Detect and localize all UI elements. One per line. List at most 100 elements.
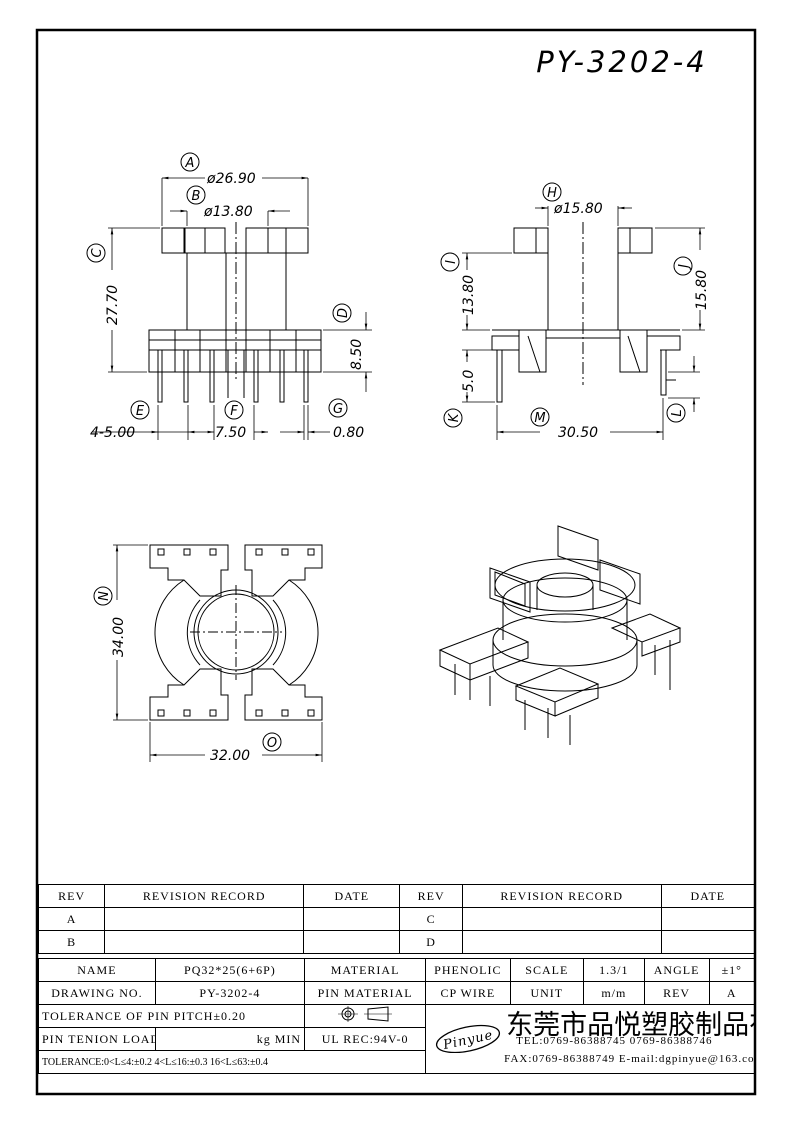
dim-h: ø15.80 (553, 201, 603, 217)
svg-text:F: F (230, 404, 238, 419)
rev-record-d (461, 930, 662, 954)
scale-value: 1.3/1 (583, 958, 645, 982)
header-revision-record-2: REVISION RECORD (461, 884, 662, 908)
svg-text:O: O (267, 736, 277, 751)
dim-j: 15.80 (694, 270, 710, 310)
dim-f: 7.50 (215, 425, 246, 441)
tolerance-pitch: TOLERANCE OF PIN PITCH±0.20 (37, 1004, 306, 1028)
drawing-no-label: DRAWING NO. (38, 981, 156, 1005)
projection-symbol-cell (304, 1004, 427, 1028)
dim-k: 5.0 (461, 370, 477, 392)
angle-value: ±1° (708, 958, 756, 982)
pin-material-label: PIN MATERIAL (304, 981, 427, 1005)
company-fax: FAX:0769-86388749 E-mail:dgpinyue@163.co… (504, 1053, 755, 1065)
callout-f: F (224, 400, 244, 420)
header-rev-2: REV (399, 884, 463, 908)
callout-m: M (530, 407, 550, 427)
dim-m: 30.50 (558, 425, 598, 441)
rev-date-d (660, 930, 756, 954)
name-value: PQ32*25(6+6P) (154, 958, 306, 982)
svg-text:D: D (336, 308, 351, 318)
header-date: DATE (303, 884, 401, 908)
pin-tension-label: PIN TENION LOAD (38, 1027, 156, 1051)
company-cell: Pinyue 东莞市品悦塑胶制品有限公司 TEL:0769-86388745 0… (425, 1004, 755, 1074)
svg-text:B: B (192, 189, 201, 204)
table-row: PIN TENION LOAD kg MIN UL REC:94V-0 (38, 1027, 755, 1051)
callout-c: C (86, 243, 106, 263)
material-value: PHENOLIC (425, 958, 511, 982)
table-row: TOLERANCE OF PIN PITCH±0.20 Pinyue (37, 1004, 755, 1074)
scale-label: SCALE (509, 958, 585, 982)
tolerance-general: TOLERANCE:0<L≤4:±0.2 4<L≤16:±0.3 16<L≤63… (37, 1050, 427, 1074)
callout-h: H (542, 182, 562, 202)
callout-k: K (443, 408, 463, 428)
table-row: DRAWING NO. PY-3202-4 PIN MATERIAL CP WI… (38, 981, 756, 1005)
company-tel: TEL:0769-86388745 0769-86388746 (516, 1035, 713, 1047)
table-row: B D (37, 930, 756, 954)
callout-i: I (440, 252, 460, 272)
svg-text:E: E (136, 404, 145, 419)
material-label: MATERIAL (304, 958, 427, 982)
ul-rec: UL REC:94V-0 (304, 1027, 427, 1051)
svg-text:N: N (97, 591, 112, 601)
dim-c: 27.70 (105, 285, 121, 325)
rev-d: D (399, 930, 463, 954)
rev-date-c (660, 907, 756, 931)
callout-b: B (186, 185, 206, 205)
unit-label: UNIT (509, 981, 585, 1005)
revision-table-block: REV REVISION RECORD DATE REV REVISION RE… (37, 884, 756, 1074)
callout-a: A (180, 152, 200, 172)
header-date-2: DATE (660, 884, 756, 908)
dim-o: 32.00 (210, 748, 250, 764)
part-number: PY-3202-4 (536, 45, 707, 79)
svg-text:Pinyue: Pinyue (441, 1028, 495, 1053)
isometric-view (438, 525, 682, 745)
pin-tension-unit: kg MIN (154, 1027, 306, 1051)
table-row: TOLERANCE:0<L≤4:±0.2 4<L≤16:±0.3 16<L≤63… (37, 1050, 755, 1074)
callout-g: G (328, 398, 348, 418)
dim-e: 4-5.00 (90, 425, 135, 441)
callout-j: J (673, 256, 693, 276)
projection-symbol-icon (338, 1006, 393, 1022)
svg-text:A: A (185, 156, 195, 171)
dim-a: ø26.90 (206, 171, 256, 187)
callout-e: E (130, 400, 150, 420)
svg-text:K: K (447, 412, 462, 422)
angle-label: ANGLE (643, 958, 710, 982)
table-row: A C (37, 907, 756, 931)
dim-i: 13.80 (461, 275, 477, 315)
table-row: NAME PQ32*25(6+6P) MATERIAL PHENOLIC SCA… (38, 958, 756, 982)
revision-table: REV REVISION RECORD DATE REV REVISION RE… (37, 884, 756, 954)
rev-date-a (303, 907, 401, 931)
header-rev: REV (37, 884, 106, 908)
svg-text:I: I (444, 260, 459, 264)
bottom-view (113, 544, 323, 762)
callout-n: N (93, 586, 113, 606)
svg-text:L: L (670, 409, 685, 416)
rev-label: REV (643, 981, 710, 1005)
side-view (462, 206, 705, 440)
title-block-table: NAME PQ32*25(6+6P) MATERIAL PHENOLIC SCA… (37, 958, 756, 1074)
rev-record-c (461, 907, 662, 931)
callout-o: O (262, 732, 282, 752)
dim-g: 0.80 (333, 425, 364, 441)
unit-value: m/m (583, 981, 645, 1005)
rev-a: A (37, 907, 106, 931)
rev-date-b (303, 930, 401, 954)
rev-record-b (104, 930, 305, 954)
dim-n: 34.00 (111, 617, 127, 657)
dim-b: ø13.80 (203, 204, 253, 220)
drawing-no-value: PY-3202-4 (154, 981, 306, 1005)
revision-header-row: REV REVISION RECORD DATE REV REVISION RE… (37, 884, 756, 908)
dim-d: 8.50 (349, 339, 365, 370)
company-name: 东莞市品悦塑胶制品有限公司 (506, 1010, 753, 1041)
svg-text:J: J (677, 264, 692, 271)
front-view (92, 176, 372, 440)
svg-text:G: G (333, 402, 343, 417)
callout-l: L (666, 403, 686, 423)
svg-text:H: H (547, 186, 557, 201)
pinyue-logo-icon: Pinyue (436, 1024, 501, 1053)
callout-d: D (332, 303, 352, 323)
name-label: NAME (38, 958, 156, 982)
